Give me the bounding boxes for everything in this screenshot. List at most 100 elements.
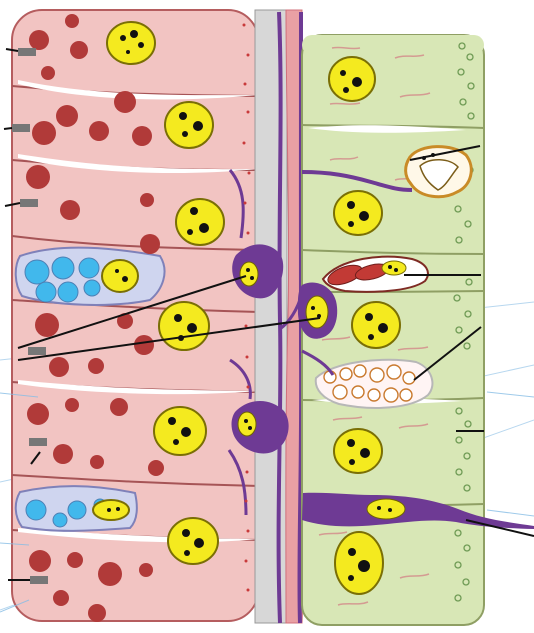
chromatin-dot xyxy=(348,221,354,227)
blue-granule xyxy=(36,282,56,302)
chromatin-dot xyxy=(199,223,209,233)
red-granule xyxy=(88,604,106,622)
chromatin-dot xyxy=(107,508,111,512)
border-dot xyxy=(244,83,247,86)
red-cell xyxy=(382,261,406,275)
inclusion xyxy=(403,372,415,384)
chromatin-dot xyxy=(182,131,188,137)
inclusion xyxy=(333,385,347,399)
red-granule xyxy=(65,14,79,28)
chromatin-dot xyxy=(347,201,355,209)
red-granule xyxy=(148,460,164,476)
inclusion xyxy=(354,365,366,377)
chromatin-dot xyxy=(250,276,254,280)
label-tab xyxy=(29,438,47,446)
blue-granule xyxy=(84,280,100,296)
red-granule xyxy=(132,126,152,146)
inclusion xyxy=(400,389,412,401)
purple-cell-nucleus xyxy=(238,412,256,436)
nucleus xyxy=(334,429,382,473)
nucleus xyxy=(352,302,400,348)
chromatin-dot xyxy=(193,121,203,131)
chromatin-dot xyxy=(173,439,179,445)
blue-granule xyxy=(79,258,99,278)
red-granule xyxy=(60,200,80,220)
chromatin-dot xyxy=(174,314,182,322)
border-dot xyxy=(247,589,250,592)
chromatin-dot xyxy=(182,529,190,537)
chromatin-dot xyxy=(368,334,374,340)
chromatin-dot xyxy=(194,538,204,548)
left-epithelium xyxy=(12,10,258,622)
chromatin-dot xyxy=(187,323,197,333)
label-tab xyxy=(28,347,46,355)
red-granule xyxy=(53,590,69,606)
nucleus xyxy=(102,260,138,292)
red-granule xyxy=(65,398,79,412)
chromatin-dot xyxy=(130,30,138,38)
red-granule xyxy=(139,563,153,577)
chromatin-dot xyxy=(377,506,381,510)
chromatin-dot xyxy=(348,548,356,556)
inclusion xyxy=(352,386,364,398)
red-granule xyxy=(70,41,88,59)
blue-granule xyxy=(26,500,46,520)
red-granule xyxy=(29,30,49,50)
nucleus xyxy=(334,191,382,235)
purple-fiber xyxy=(279,12,281,623)
chromatin-dot xyxy=(179,112,187,120)
chromatin-dot xyxy=(352,77,362,87)
purple-cell-nucleus xyxy=(367,499,405,519)
red-granule xyxy=(53,444,73,464)
inclusion xyxy=(370,368,384,382)
border-dot xyxy=(246,356,249,359)
chromatin-dot xyxy=(349,459,355,465)
chromatin-dot xyxy=(340,70,346,76)
border-dot xyxy=(245,325,248,328)
border-dot xyxy=(248,172,251,175)
red-granule xyxy=(90,455,104,469)
nucleus xyxy=(176,199,224,245)
right-cell-top xyxy=(302,35,484,55)
red-granule xyxy=(35,313,59,337)
red-granule xyxy=(140,193,154,207)
chromatin-dot xyxy=(365,313,373,321)
red-granule xyxy=(49,357,69,377)
chromatin-dot xyxy=(190,207,198,215)
red-granule xyxy=(98,562,122,586)
red-granule xyxy=(110,398,128,416)
border-dot xyxy=(247,530,250,533)
fiber-streak xyxy=(330,103,360,104)
chromatin-dot xyxy=(116,507,120,511)
nucleus xyxy=(159,302,209,350)
chromatin-dot xyxy=(347,439,355,447)
chromatin-dot xyxy=(181,427,191,437)
chromatin-dot xyxy=(184,550,190,556)
basement-laminae xyxy=(255,10,303,623)
nucleus xyxy=(165,102,213,148)
inclusion xyxy=(368,389,380,401)
red-granule xyxy=(140,234,160,254)
border-dot xyxy=(243,24,246,27)
label-tab xyxy=(18,48,36,56)
chromatin-dot xyxy=(122,276,128,282)
chromatin-dot xyxy=(378,323,388,333)
blue-granule xyxy=(53,513,67,527)
border-dot xyxy=(245,500,248,503)
chromatin-dot xyxy=(244,419,248,423)
red-granule xyxy=(26,165,50,189)
label-tab xyxy=(30,576,48,584)
border-dot xyxy=(247,54,250,57)
inclusion xyxy=(340,368,352,380)
border-dot xyxy=(247,386,250,389)
border-dot xyxy=(244,202,247,205)
red-granule xyxy=(134,335,154,355)
label-tab xyxy=(20,199,38,207)
chromatin-dot xyxy=(359,211,369,221)
red-granule xyxy=(67,552,83,568)
inclusion xyxy=(384,388,398,402)
border-dot xyxy=(246,471,249,474)
purple-cell-nucleus xyxy=(240,262,258,286)
chromatin-dot xyxy=(138,42,144,48)
